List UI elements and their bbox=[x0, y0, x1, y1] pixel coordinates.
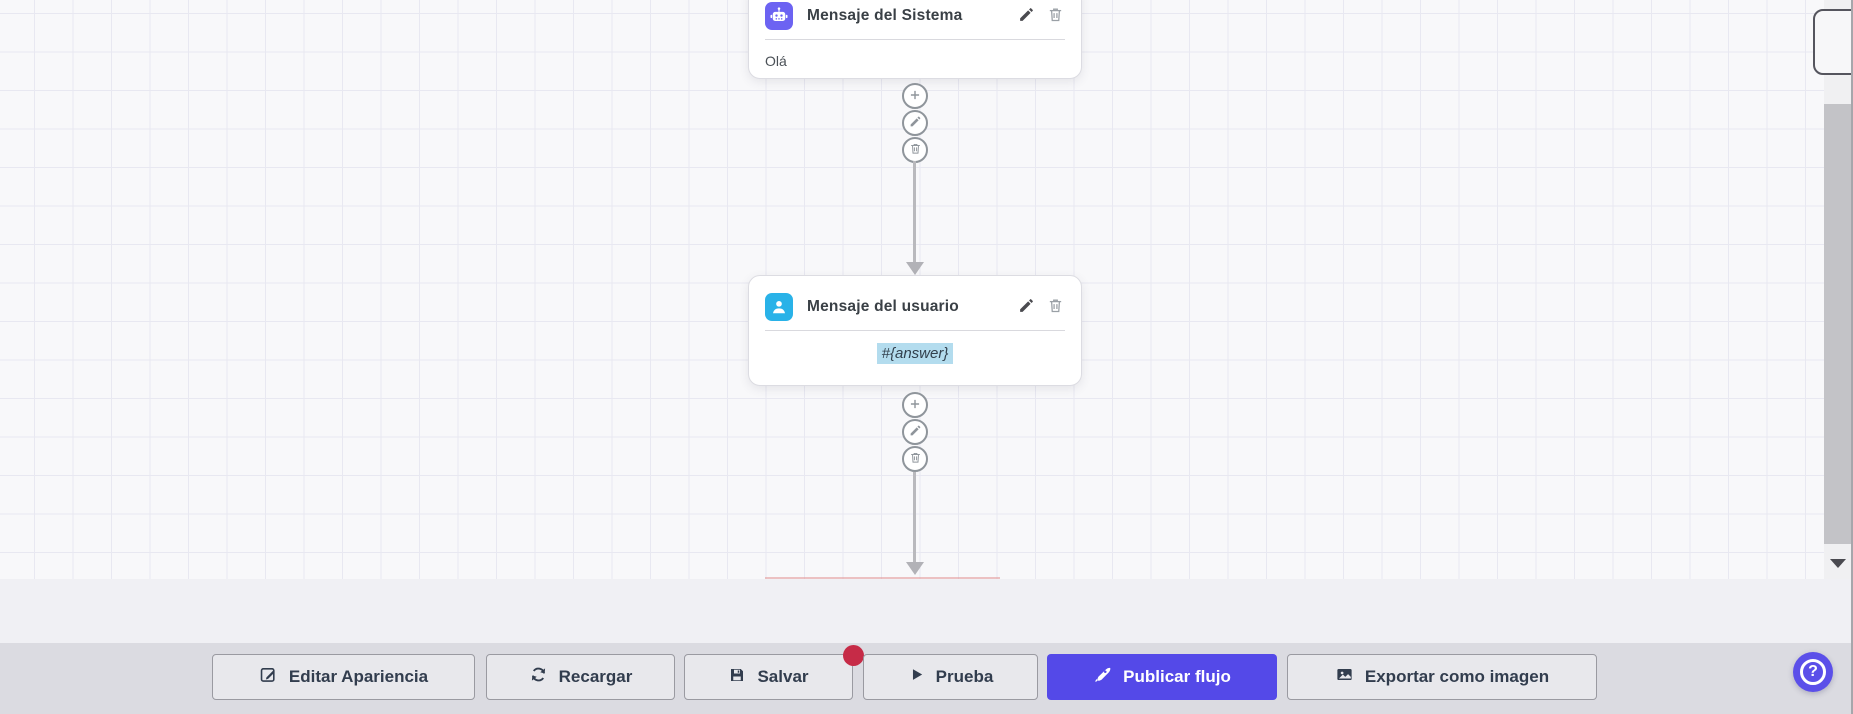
person-icon bbox=[765, 293, 793, 321]
node-divider bbox=[765, 39, 1065, 40]
plus-icon bbox=[908, 88, 922, 105]
flow-canvas[interactable]: Mensaje del Sistema Olá bbox=[0, 0, 1853, 579]
edit-appearance-button[interactable]: Editar Apariencia bbox=[212, 654, 475, 700]
scrollbar-thumb[interactable] bbox=[1824, 104, 1851, 544]
publish-flow-button[interactable]: Publicar flujo bbox=[1047, 654, 1277, 700]
node-title: Mensaje del usuario bbox=[807, 298, 959, 315]
export-image-button[interactable]: Exportar como imagen bbox=[1287, 654, 1597, 700]
bottom-strip bbox=[0, 579, 1853, 643]
add-node-button[interactable] bbox=[902, 392, 928, 418]
canvas-edge-indicator bbox=[765, 577, 1000, 579]
node-divider bbox=[765, 330, 1065, 331]
test-button[interactable]: Prueba bbox=[863, 654, 1038, 700]
trash-icon bbox=[909, 451, 922, 467]
bottom-toolbar: Editar Apariencia Recargar Salvar Prueba bbox=[0, 643, 1853, 714]
delete-connection-button[interactable] bbox=[902, 137, 928, 163]
pencil-icon bbox=[909, 115, 922, 131]
save-button[interactable]: Salvar bbox=[684, 654, 853, 700]
connector-menu bbox=[902, 392, 928, 473]
edit-connection-button[interactable] bbox=[902, 110, 928, 136]
trash-icon bbox=[1047, 6, 1064, 26]
trash-icon bbox=[909, 142, 922, 158]
delete-node-button[interactable] bbox=[1045, 297, 1065, 317]
node-title: Mensaje del Sistema bbox=[807, 7, 963, 24]
robot-icon bbox=[765, 2, 793, 30]
window-right-edge bbox=[1851, 0, 1853, 714]
help-button[interactable]: ? bbox=[1793, 652, 1833, 692]
flow-connector-line bbox=[913, 161, 916, 262]
reload-button[interactable]: Recargar bbox=[486, 654, 675, 700]
pencil-icon bbox=[1018, 297, 1035, 317]
plus-icon bbox=[908, 397, 922, 414]
pencil-icon bbox=[1018, 6, 1035, 26]
rocket-icon bbox=[1093, 665, 1112, 689]
node-body-text: Olá bbox=[765, 53, 787, 69]
triangle-down-icon bbox=[1829, 559, 1846, 568]
flow-connector-line bbox=[913, 472, 916, 562]
edit-connection-button[interactable] bbox=[902, 419, 928, 445]
node-header: Mensaje del usuario bbox=[749, 276, 1081, 330]
delete-connection-button[interactable] bbox=[902, 446, 928, 472]
delete-node-button[interactable] bbox=[1045, 6, 1065, 26]
refresh-icon bbox=[529, 665, 548, 689]
image-icon bbox=[1335, 665, 1354, 689]
question-mark-icon: ? bbox=[1800, 659, 1826, 685]
pencil-icon bbox=[909, 424, 922, 440]
add-node-button[interactable] bbox=[902, 83, 928, 109]
node-system-message[interactable]: Mensaje del Sistema Olá bbox=[748, 0, 1082, 79]
edit-node-button[interactable] bbox=[1016, 297, 1036, 317]
edit-square-icon bbox=[259, 665, 278, 689]
arrow-down-icon bbox=[906, 262, 924, 275]
node-user-message[interactable]: Mensaje del usuario #{answer} bbox=[748, 275, 1082, 386]
play-icon bbox=[908, 666, 925, 688]
node-header: Mensaje del Sistema bbox=[749, 0, 1081, 39]
variable-chip: #{answer} bbox=[876, 343, 954, 364]
arrow-down-icon bbox=[906, 562, 924, 575]
connector-menu bbox=[902, 83, 928, 164]
unsaved-changes-badge bbox=[843, 645, 864, 666]
save-icon bbox=[728, 666, 746, 689]
trash-icon bbox=[1047, 297, 1064, 317]
edit-node-button[interactable] bbox=[1016, 6, 1036, 26]
corner-panel bbox=[1813, 9, 1853, 75]
scrollbar-down-button[interactable] bbox=[1824, 548, 1851, 579]
